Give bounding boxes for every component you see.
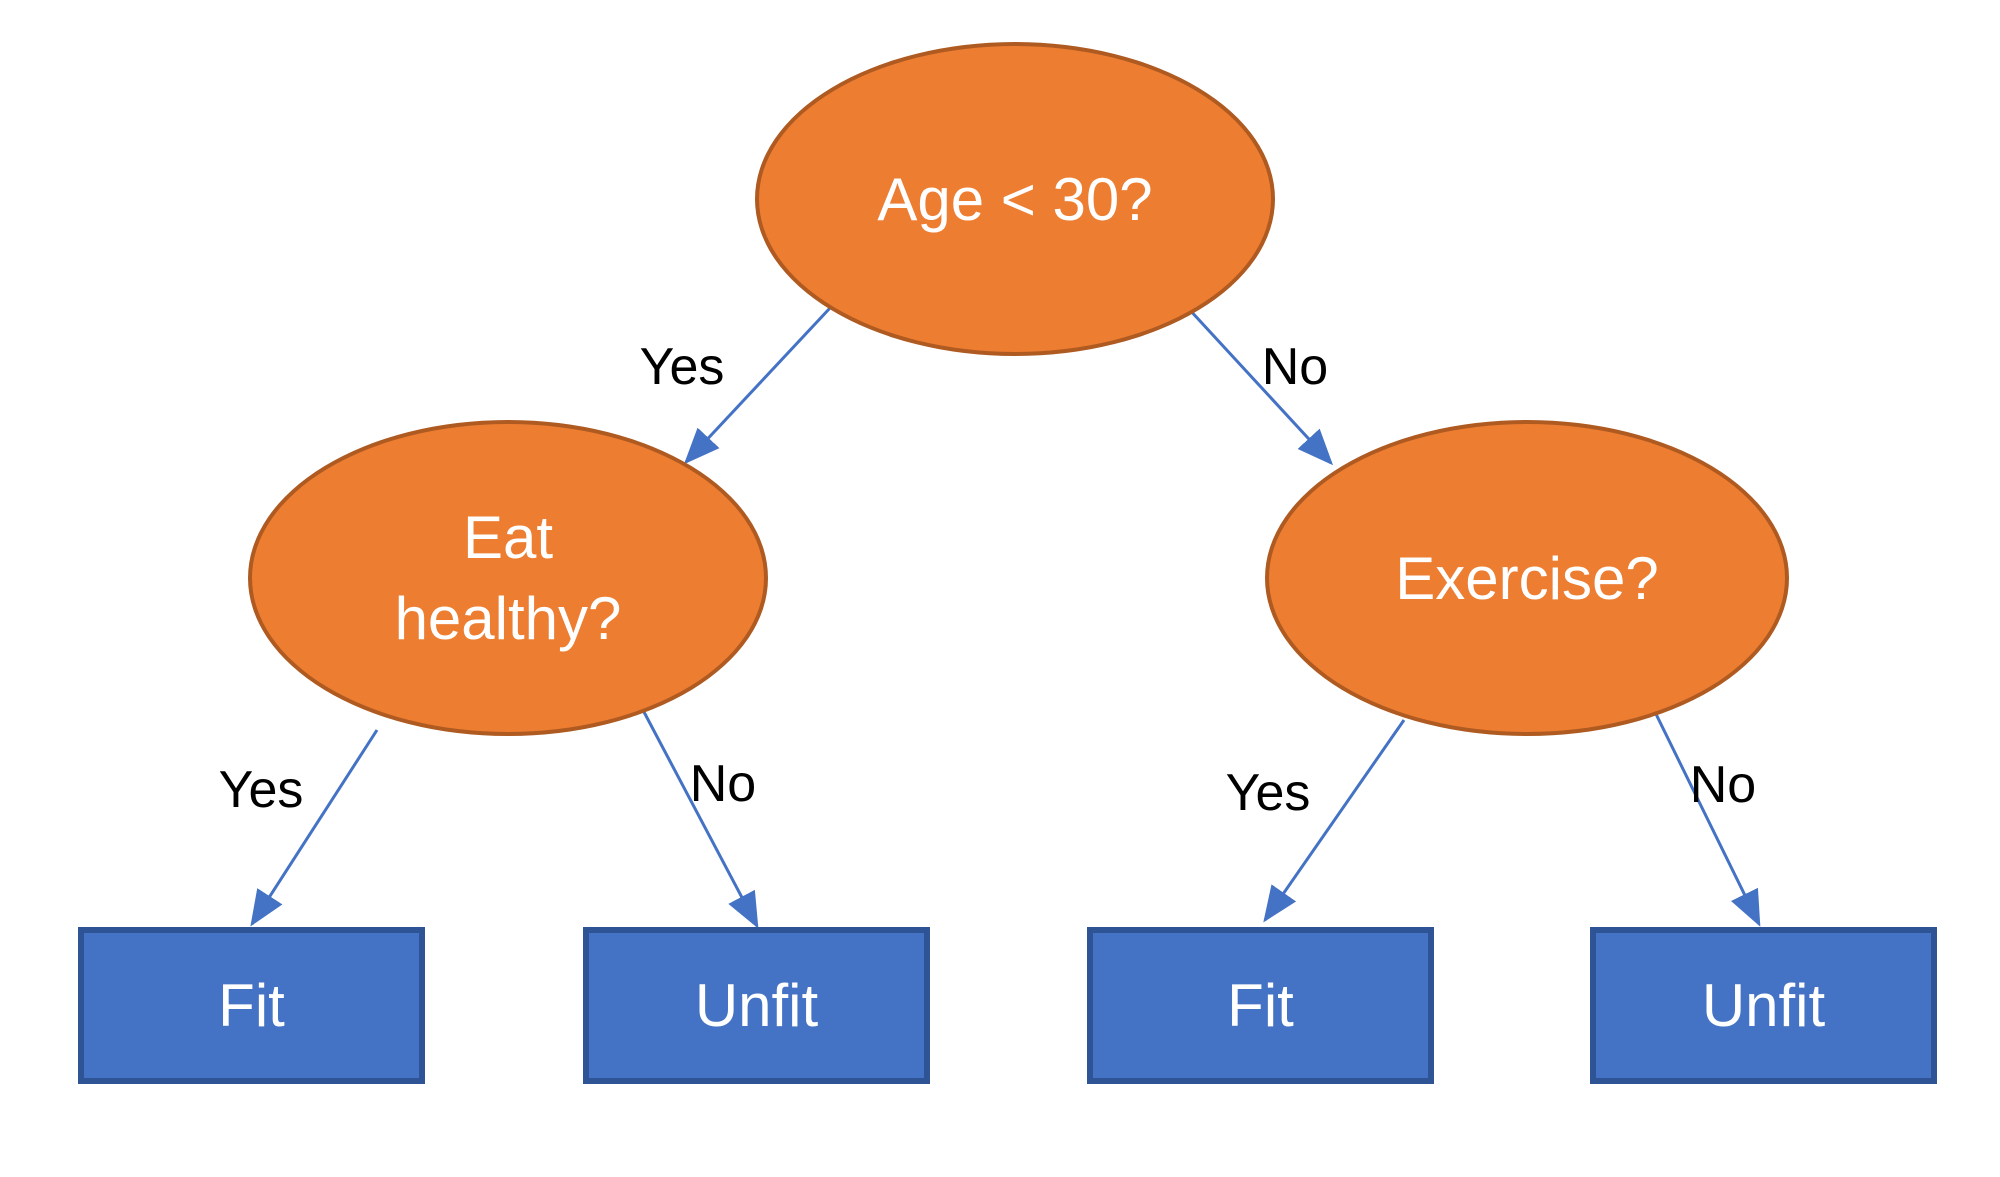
edge-label-eat-healthy-yes: Yes	[218, 761, 304, 819]
decision-node-eat-healthy: Eat healthy?	[248, 420, 768, 736]
leaf-node-unfit-left: Unfit	[583, 927, 930, 1084]
leaf-node-fit-right-label: Fit	[1227, 972, 1294, 1039]
decision-node-exercise-label: Exercise?	[1395, 544, 1659, 612]
decision-node-exercise: Exercise?	[1265, 420, 1789, 736]
decision-node-age-label: Age < 30?	[877, 165, 1153, 233]
leaf-node-unfit-right-label: Unfit	[1701, 972, 1826, 1039]
edge-label-exercise-yes: Yes	[1225, 764, 1311, 822]
leaf-node-fit-left-label: Fit	[218, 972, 285, 1039]
decision-node-age: Age < 30?	[755, 42, 1275, 356]
edge-exercise-to-unfit-arrow	[1653, 711, 1761, 927]
leaf-node-fit-right: Fit	[1087, 927, 1434, 1084]
edge-exercise-to-fit-arrow	[1263, 719, 1406, 923]
edge-label-root-yes: Yes	[639, 338, 725, 396]
leaf-node-unfit-left-label: Unfit	[694, 972, 819, 1039]
leaf-node-fit-left: Fit	[78, 927, 425, 1084]
edge-label-root-no: No	[1261, 338, 1329, 396]
edge-root-to-eat-healthy-arrow	[683, 306, 832, 465]
edge-eat-healthy-to-fit-arrow	[250, 729, 379, 927]
decision-node-eat-healthy-label: Eat healthy?	[394, 504, 622, 652]
edge-label-eat-healthy-no: No	[689, 755, 757, 813]
edge-label-exercise-no: No	[1689, 756, 1757, 814]
edge-eat-healthy-to-unfit-arrow	[642, 711, 759, 929]
leaf-node-unfit-right: Unfit	[1590, 927, 1937, 1084]
edge-root-to-exercise-arrow	[1186, 306, 1334, 466]
